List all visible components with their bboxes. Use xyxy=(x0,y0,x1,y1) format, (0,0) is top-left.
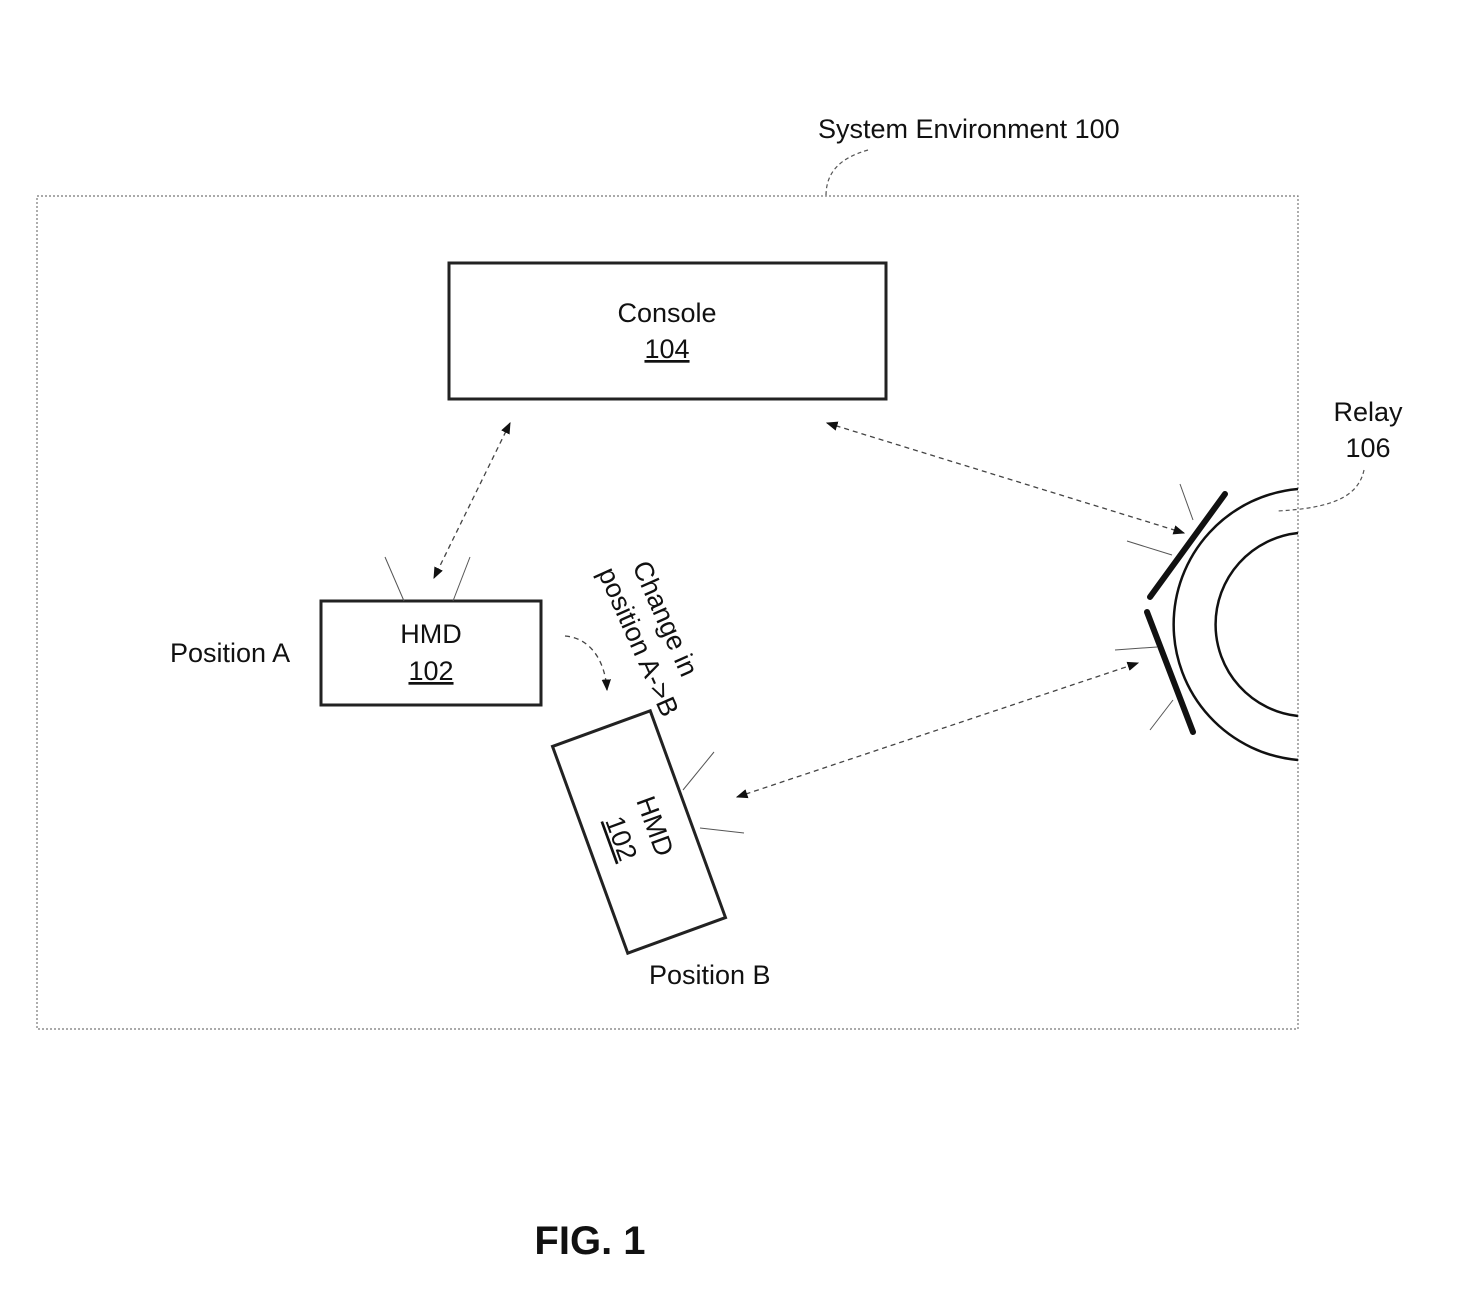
relay-antenna-upper xyxy=(1147,491,1228,600)
hmd-a-ref: 102 xyxy=(408,656,453,686)
relay-antenna-lower xyxy=(1144,609,1196,735)
relay-outer-ring xyxy=(1172,487,1299,762)
link-console-hmd-a xyxy=(433,421,511,580)
relay-ref: 106 xyxy=(1345,433,1390,463)
relay-inner-ring xyxy=(1214,531,1299,718)
hmd-b-antenna-lower xyxy=(699,827,745,834)
link-hmd-b-relay xyxy=(735,661,1140,799)
position-a-label: Position A xyxy=(170,638,290,668)
hmd-a-antenna-left xyxy=(384,556,405,602)
hmd-b-group: HMD 102 xyxy=(550,708,728,956)
position-b-label: Position B xyxy=(649,960,771,990)
change-label: Change in position A->B xyxy=(592,556,704,721)
change-arrow xyxy=(564,635,611,692)
hmd-b-box xyxy=(550,708,728,956)
hmd-b-antenna-upper xyxy=(682,751,715,791)
relay-signal-1 xyxy=(1179,483,1194,521)
relay-signal-4 xyxy=(1149,699,1174,731)
relay-signal-2 xyxy=(1126,540,1173,556)
system-environment-leader xyxy=(825,149,869,197)
relay-icon xyxy=(1114,483,1299,762)
system-environment-label: System Environment 100 xyxy=(818,114,1120,144)
relay-signal-3 xyxy=(1114,646,1158,651)
link-console-relay xyxy=(825,421,1186,535)
figure-label: FIG. 1 xyxy=(534,1219,645,1263)
console-name: Console xyxy=(617,298,716,328)
system-environment-boundary xyxy=(36,195,1299,1030)
hmd-a-box xyxy=(319,599,543,707)
console-box xyxy=(447,261,888,401)
relay-name: Relay xyxy=(1333,397,1403,427)
relay-leader xyxy=(1277,469,1365,512)
hmd-a-antenna-right xyxy=(452,556,471,602)
console-ref: 104 xyxy=(644,334,689,364)
hmd-a-name: HMD xyxy=(400,619,462,649)
